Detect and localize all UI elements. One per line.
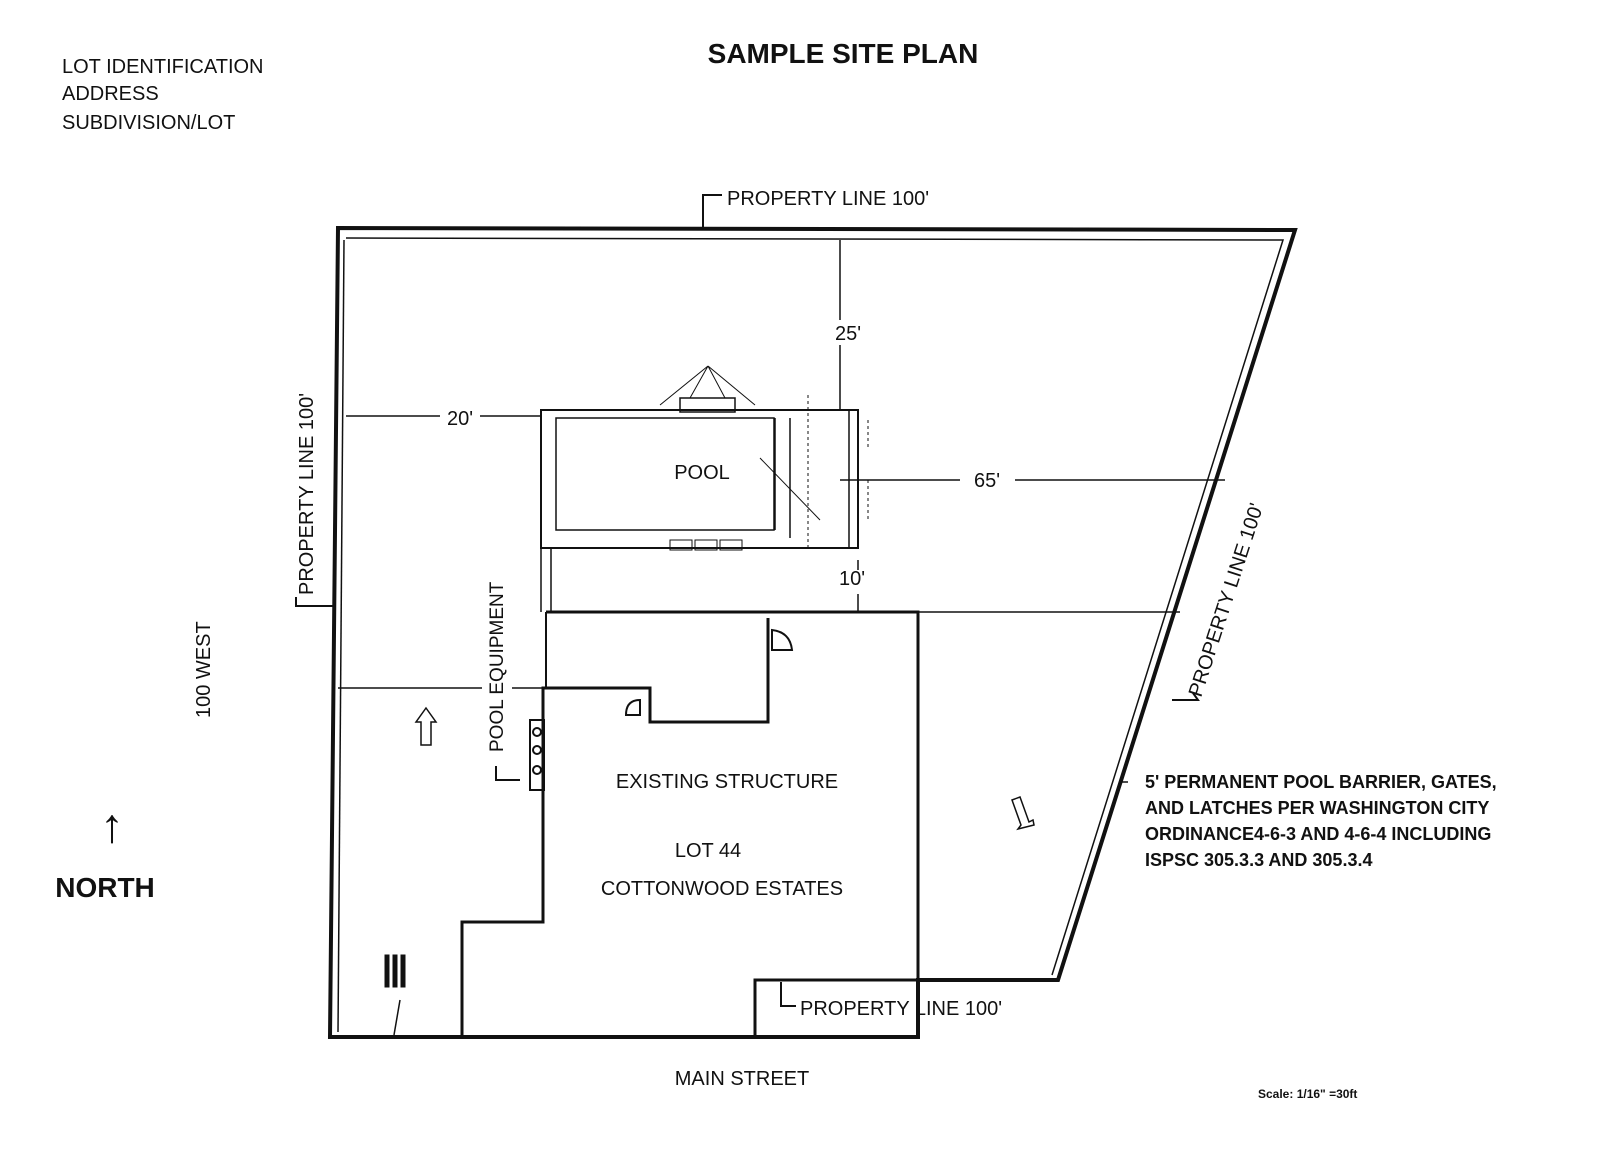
street-south-label: MAIN STREET bbox=[675, 1068, 809, 1090]
dimension-lines bbox=[338, 240, 1225, 689]
gate-arrow-icon bbox=[1011, 796, 1035, 831]
header-lot-identification: LOT IDENTIFICATION bbox=[62, 56, 264, 78]
header-address: ADDRESS bbox=[62, 83, 159, 105]
north-label: NORTH bbox=[55, 872, 155, 903]
pool-outline bbox=[540, 365, 869, 612]
dimension-20ft: 20' bbox=[447, 408, 473, 430]
existing-structure-outline bbox=[460, 610, 920, 1039]
subdivision-label: COTTONWOOD ESTATES bbox=[601, 878, 843, 900]
right-property-line-leader bbox=[1172, 692, 1200, 701]
pool-equipment-unit bbox=[495, 719, 545, 791]
sign-note-mark bbox=[384, 954, 406, 1036]
right-property-line-label: PROPERTY LINE 100' bbox=[1185, 501, 1268, 700]
pool-equipment-label: POOL EQUIPMENT bbox=[487, 581, 508, 752]
scale-label: Scale: 1/16" =30ft bbox=[1258, 1087, 1357, 1101]
left-property-line-label: PROPERTY LINE 100' bbox=[296, 393, 318, 595]
access-arrow-icon bbox=[414, 706, 438, 746]
north-arrow-icon: ↑ bbox=[100, 800, 124, 853]
existing-structure-label: EXISTING STRUCTURE bbox=[616, 771, 838, 793]
barrier-note-line-3: ORDINANCE4-6-3 AND 4-6-4 INCLUDING bbox=[1145, 824, 1491, 844]
bottom-property-line-label: PROPERTY LINE 100' bbox=[800, 998, 1002, 1020]
plan-title: SAMPLE SITE PLAN bbox=[708, 38, 979, 69]
barrier-note-line-2: AND LATCHES PER WASHINGTON CITY bbox=[1145, 798, 1489, 818]
barrier-note: 5' PERMANENT POOL BARRIER, GATES, AND LA… bbox=[1120, 772, 1497, 870]
left-property-line-leader bbox=[295, 597, 334, 607]
barrier-note-line-4: ISPSC 305.3.3 AND 305.3.4 bbox=[1145, 850, 1372, 870]
property-boundary bbox=[327, 225, 1298, 1039]
dimension-25ft: 25' bbox=[835, 323, 861, 345]
pool-label: POOL bbox=[674, 462, 730, 484]
header-subdivision-lot: SUBDIVISION/LOT bbox=[62, 112, 235, 134]
dimension-10ft: 10' bbox=[839, 568, 865, 590]
bottom-property-line-leader bbox=[780, 982, 796, 1007]
door-swing-icon bbox=[624, 628, 794, 716]
lot-number-label: LOT 44 bbox=[675, 840, 741, 862]
street-west-label: 100 WEST bbox=[193, 621, 215, 718]
top-property-line-label: PROPERTY LINE 100' bbox=[727, 188, 929, 210]
barrier-note-line-1: 5' PERMANENT POOL BARRIER, GATES, bbox=[1145, 772, 1497, 792]
dimension-65ft: 65' bbox=[974, 470, 1000, 492]
top-property-line-leader bbox=[702, 194, 722, 228]
